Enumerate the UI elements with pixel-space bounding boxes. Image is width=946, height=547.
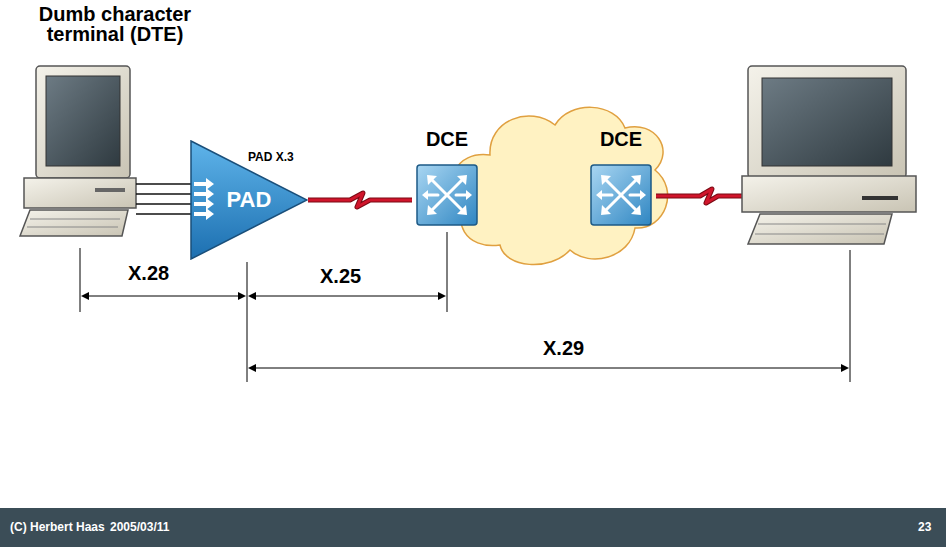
switch-symbol	[590, 164, 652, 226]
network-cloud	[454, 107, 668, 264]
dce-switch: DCE	[586, 126, 656, 230]
device-heading: DCE	[426, 128, 468, 151]
footer-text: 23	[918, 520, 931, 534]
device-caption: Dumb character terminal (DTE)	[8, 4, 222, 44]
dce-switch: DCE	[412, 126, 482, 230]
host-wire	[656, 189, 746, 203]
device-heading: DCE	[600, 128, 642, 151]
footer-text: (C) Herbert Haas	[10, 520, 105, 534]
host-computer	[742, 66, 916, 244]
protocol-label: X.25	[320, 265, 361, 288]
serial-wires	[136, 184, 196, 214]
footer-text: 2005/03/11	[110, 520, 169, 534]
protocol-label: X.29	[543, 337, 584, 360]
protocol-label: X.28	[128, 262, 169, 285]
terminal-computer	[20, 66, 136, 236]
switch-symbol	[416, 164, 478, 226]
pad-device: PAD X.3PAD	[190, 140, 308, 260]
device-name: PAD	[227, 187, 272, 213]
serial-link	[308, 193, 412, 207]
device-heading: PAD X.3	[248, 150, 294, 164]
